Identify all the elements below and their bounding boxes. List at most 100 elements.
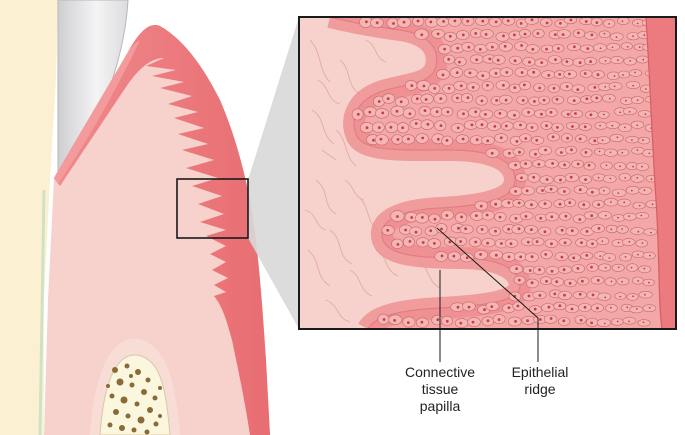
cell-nucleus [480, 205, 483, 208]
cell-nucleus [586, 97, 589, 100]
cell-nucleus [605, 60, 607, 62]
cell-nucleus [599, 151, 601, 153]
cell-nucleus [559, 203, 562, 206]
epithelial-cell [598, 293, 611, 301]
cell-nucleus [605, 267, 607, 269]
cell-nucleus [556, 126, 559, 129]
cell-nucleus [617, 59, 619, 61]
cell-nucleus [486, 242, 489, 245]
cell-nucleus [550, 188, 553, 191]
cell-nucleus [564, 241, 567, 244]
epithelial-cell [623, 213, 636, 220]
cell-nucleus [570, 19, 573, 22]
cell-nucleus [604, 86, 606, 88]
cell-nucleus [387, 97, 390, 100]
cell-nucleus [593, 139, 596, 142]
cell-nucleus [603, 190, 605, 192]
cell-nucleus [486, 214, 489, 217]
cell-nucleus [440, 228, 443, 231]
cell-nucleus [410, 84, 413, 87]
cell-nucleus [644, 294, 646, 296]
cell-nucleus [599, 255, 601, 257]
cell-nucleus [534, 153, 537, 156]
cell-nucleus [568, 73, 571, 76]
cell-nucleus [410, 216, 413, 219]
cell-nucleus [469, 72, 472, 75]
cell-nucleus [481, 100, 484, 103]
cell-nucleus [502, 84, 505, 87]
cell-nucleus [460, 84, 463, 87]
cell-nucleus [628, 215, 630, 217]
cell-nucleus [577, 163, 580, 166]
cell-nucleus [532, 176, 535, 179]
cell-nucleus [378, 126, 381, 129]
cell-nucleus [555, 280, 558, 283]
cell-nucleus [584, 72, 587, 75]
cell-nucleus [632, 85, 634, 87]
cell-nucleus [393, 319, 396, 322]
cell-nucleus [483, 308, 486, 311]
cell-nucleus [493, 125, 496, 128]
epithelial-cell [618, 149, 629, 156]
cell-nucleus [598, 227, 601, 230]
cell-nucleus [581, 280, 584, 283]
cell-nucleus [409, 112, 412, 115]
cell-nucleus [602, 139, 604, 141]
cell-nucleus [639, 205, 641, 207]
cell-nucleus [416, 97, 419, 100]
cell-nucleus [471, 124, 474, 127]
cell-nucleus [417, 20, 420, 23]
cell-nucleus [540, 113, 543, 116]
cell-nucleus [468, 306, 471, 309]
cell-nucleus [424, 109, 427, 112]
cell-nucleus [637, 280, 639, 282]
cell-nucleus [621, 152, 623, 154]
cell-nucleus [407, 138, 410, 141]
cell-nucleus [365, 20, 368, 23]
cell-nucleus [421, 321, 424, 324]
epithelial-cell [617, 17, 629, 24]
cell-nucleus [645, 113, 647, 115]
cell-nucleus [529, 269, 532, 272]
cell-nucleus [610, 228, 612, 230]
cell-nucleus [642, 242, 644, 244]
cell-nucleus [427, 123, 430, 126]
cell-nucleus [604, 33, 606, 35]
cell-nucleus [636, 308, 638, 310]
cell-nucleus [614, 85, 616, 87]
cell-nucleus [505, 99, 508, 102]
cell-nucleus [571, 125, 574, 128]
cell-nucleus [544, 149, 547, 152]
cell-nucleus [420, 33, 423, 36]
cell-nucleus [590, 322, 593, 325]
cell-nucleus [545, 124, 548, 127]
cell-nucleus [520, 22, 523, 25]
cell-nucleus [652, 203, 654, 205]
cell-nucleus [457, 127, 460, 130]
cell-nucleus [462, 34, 465, 37]
cell-nucleus [631, 190, 633, 192]
cell-nucleus [571, 308, 574, 311]
cell-nucleus [528, 295, 531, 298]
cell-nucleus [590, 266, 593, 269]
cell-nucleus [508, 306, 511, 309]
cell-nucleus [573, 99, 576, 102]
cell-nucleus [560, 151, 563, 154]
cell-nucleus [591, 191, 594, 194]
epithelial-cell [607, 72, 619, 80]
cell-nucleus [535, 139, 538, 142]
epithelial-cell [617, 278, 629, 285]
cell-nucleus [569, 282, 572, 285]
epithelial-cell [621, 43, 632, 50]
cell-nucleus [538, 268, 541, 271]
cell-nucleus [617, 321, 619, 323]
cell-nucleus [429, 21, 432, 24]
cell-nucleus [537, 32, 540, 35]
cell-nucleus [644, 189, 646, 191]
label-line: tissue [395, 381, 485, 398]
cell-nucleus [508, 152, 511, 155]
cell-nucleus [446, 214, 449, 217]
cell-nucleus [421, 137, 424, 140]
cell-nucleus [577, 267, 580, 270]
cell-nucleus [502, 35, 505, 38]
